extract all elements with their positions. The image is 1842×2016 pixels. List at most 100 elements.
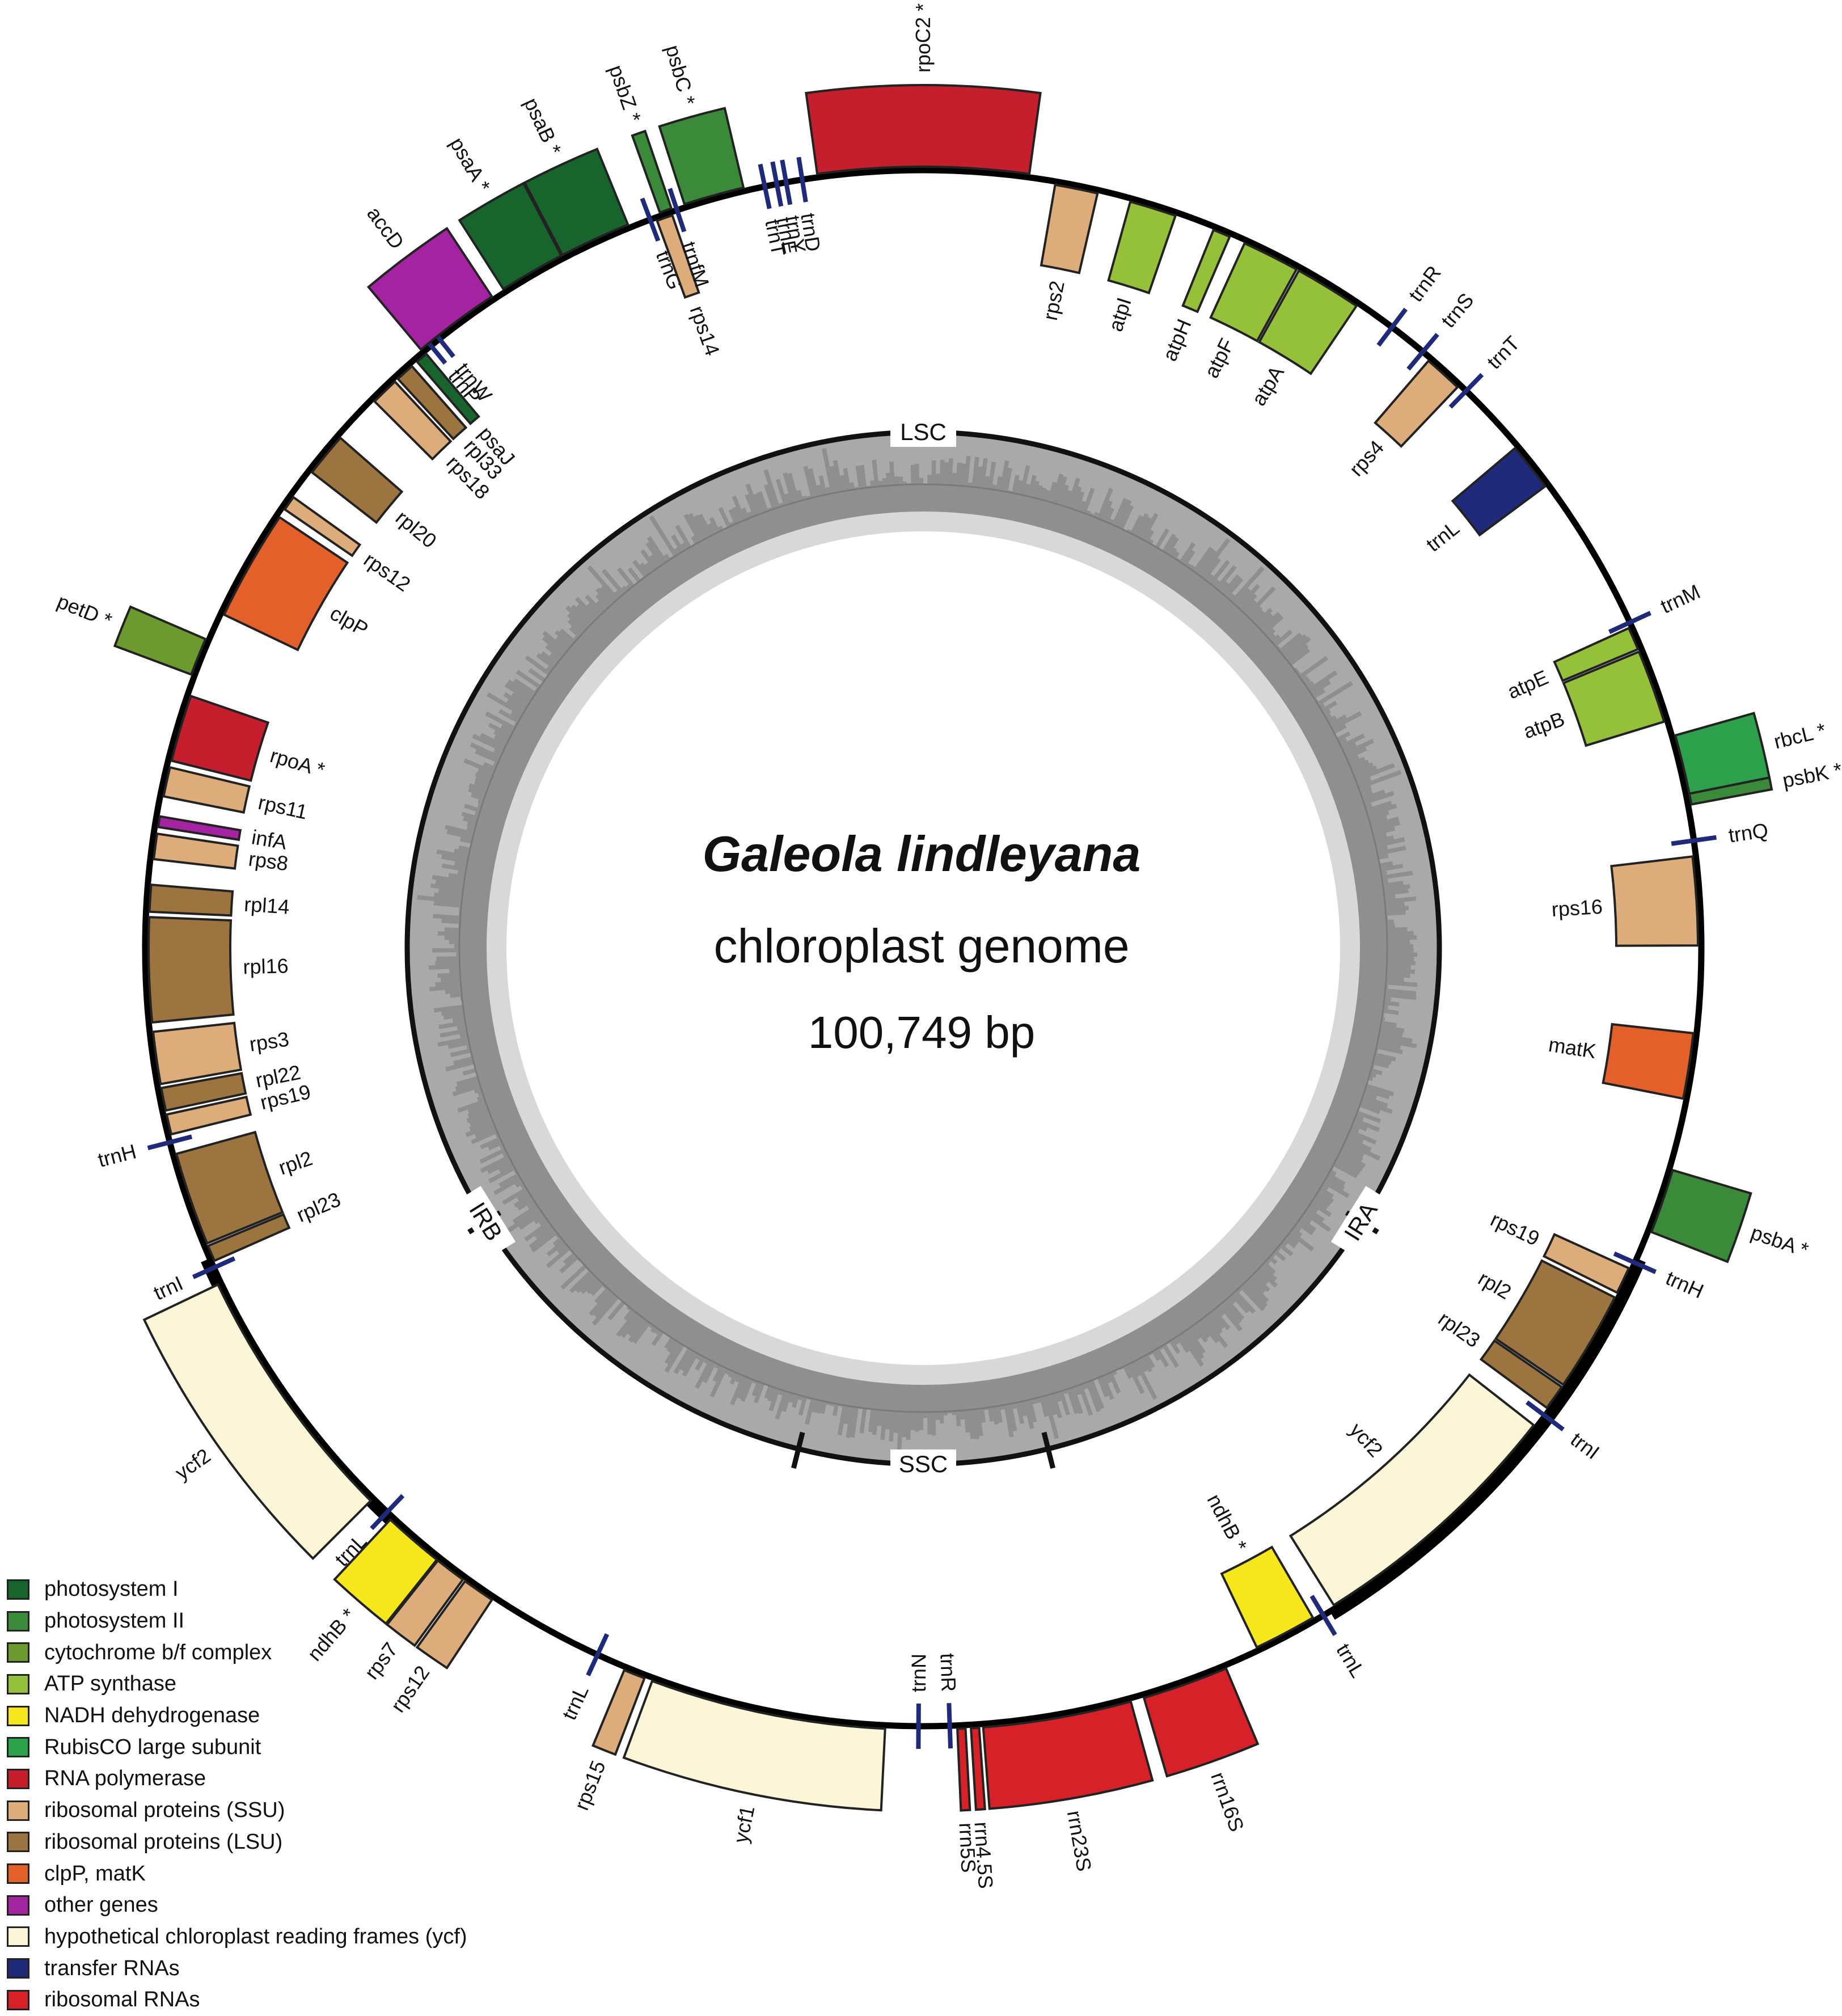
gene-label-group: trnL [557,1682,593,1724]
gene-rpoc2: rpoC2 * [806,3,1040,174]
trna-mark [949,1703,950,1748]
gene-label-group: atpE [1504,665,1552,703]
gene-label: psbA * [1748,1220,1811,1262]
star-marker: * [94,606,116,632]
legend-swatch [7,1895,29,1916]
gene-block [806,85,1040,174]
gene-label-group: trnM [1657,580,1704,618]
gene-label-group: psaB * [519,94,566,158]
star-marker: * [468,172,495,196]
gene-label-group: trnT [1482,331,1524,373]
gene-label-group: matK [1547,1033,1598,1063]
star-marker: * [1826,758,1842,784]
gene-label: trnL [1422,516,1464,556]
gene-psba: psbA * [1651,1170,1811,1262]
gene-label-group: accD [362,202,409,253]
gene-label-group: trnL [1422,516,1464,556]
gene-label-group: trnI [150,1271,186,1305]
gene-label-group: ycf2 [171,1444,215,1485]
gene-label: trnI [1566,1427,1604,1464]
gene-rps4: rps4 [1345,361,1457,480]
star-marker: * [674,88,700,108]
gene-label-group: rrn23S [1063,1808,1096,1873]
gene-label-group: rpoC2 * [911,3,935,73]
gene-label: atpA [1247,362,1288,410]
star-marker: * [1225,1532,1252,1555]
gene-label-group: rpl23 [293,1187,344,1227]
gene-label-group: rpl16 [243,954,289,978]
gene-rps2: rps2 [1038,185,1098,322]
legend-swatch [7,1990,29,2010]
gene-psbc: psbC * [660,43,743,204]
gene-label-group: psbC * [661,43,700,108]
legend-item: NADH dehydrogenase [7,1700,563,1732]
gene-label-group: rpl2 [276,1146,315,1179]
legend-item: photosystem I [7,1574,563,1605]
legend-label: NADH dehydrogenase [44,1704,260,1728]
legend-item: RNA polymerase [7,1763,563,1795]
legend-label: ribosomal RNAs [44,1988,200,2012]
legend-item: transfer RNAs [7,1952,563,1984]
legend-label: transfer RNAs [44,1956,180,1981]
gene-rps16: rps16 [1551,856,1698,945]
gene-block [144,1284,370,1558]
gene-label-group: rps11 [256,791,310,824]
gene-label-group: rpl2 [1475,1266,1516,1304]
gene-label: rpl23 [1434,1307,1485,1352]
gene-label: trnL [1332,1639,1370,1681]
gene-label-group: psbK * [1781,758,1842,792]
legend-swatch [7,1579,29,1600]
gene-label: rpl23 [293,1187,344,1227]
legend-swatch [7,1832,29,1852]
gene-block [1603,1024,1693,1098]
gene-label: ycf1 [729,1803,759,1845]
gene-label: petD * [54,589,115,632]
gene-block [115,607,205,674]
legend-item: hypothetical chloroplast reading frames … [7,1921,563,1953]
gene-label: rps15 [569,1757,610,1814]
gene-ndhb: ndhB * [1202,1490,1313,1647]
gene-rrn23s: rrn23S [983,1702,1153,1873]
gene-label: rrn16S [1206,1769,1249,1835]
gene-trnq: trnQ [1671,818,1769,847]
gene-label-group: rrn5S [954,1822,980,1873]
gene-label-group: rps3 [248,1027,290,1055]
gene-label: rpl2 [1475,1266,1516,1304]
gene-trnl: trnL [1422,448,1545,556]
gene-label: clpP [326,601,372,641]
gene-label: trnR [1404,261,1446,306]
legend-label: cytochrome b/f complex [44,1641,272,1665]
gene-label-group: trnH [95,1139,138,1172]
gene-label-group: rps15 [569,1757,610,1814]
gene-label-group: trnS [1437,289,1478,332]
gene-block [1144,1668,1258,1776]
gene-label: rpl14 [243,893,290,919]
gene-label: ycf2 [171,1444,215,1485]
gene-label-group: rpl23 [1434,1307,1485,1352]
gene-label: rps14 [686,303,725,359]
legend-item: RubisCO large subunit [7,1731,563,1763]
legend-label: clpP, matK [44,1862,146,1886]
gene-label-group: rps16 [1551,895,1603,921]
gene-label: trnT [1482,331,1524,373]
gene-trnr: trnR [1379,261,1446,345]
gene-label-group: trnQ [1727,818,1769,847]
star-marker: * [1810,719,1828,744]
gene-rpoa: rpoA * [172,696,328,781]
gene-rpl14: rpl14 [150,885,290,919]
gene-label: rps2 [1038,279,1069,323]
gene-label-group: atpB [1520,707,1568,743]
legend-swatch [7,1674,29,1694]
gene-label-group: rrn16S [1206,1769,1249,1835]
gene-block [957,1728,970,1811]
legend-item: photosystem II [7,1605,563,1637]
legend-swatch [7,1801,29,1821]
gene-label: atpI [1104,295,1136,334]
legend-swatch [7,1926,29,1947]
gene-label: psbK * [1781,758,1842,792]
gene-label-group: ndhB * [1202,1490,1252,1556]
gene-label-group: atpA [1247,362,1288,410]
gene-rpl16: rpl16 [149,917,289,1022]
legend-swatch [7,1737,29,1757]
gene-label: trnH [1662,1266,1707,1303]
